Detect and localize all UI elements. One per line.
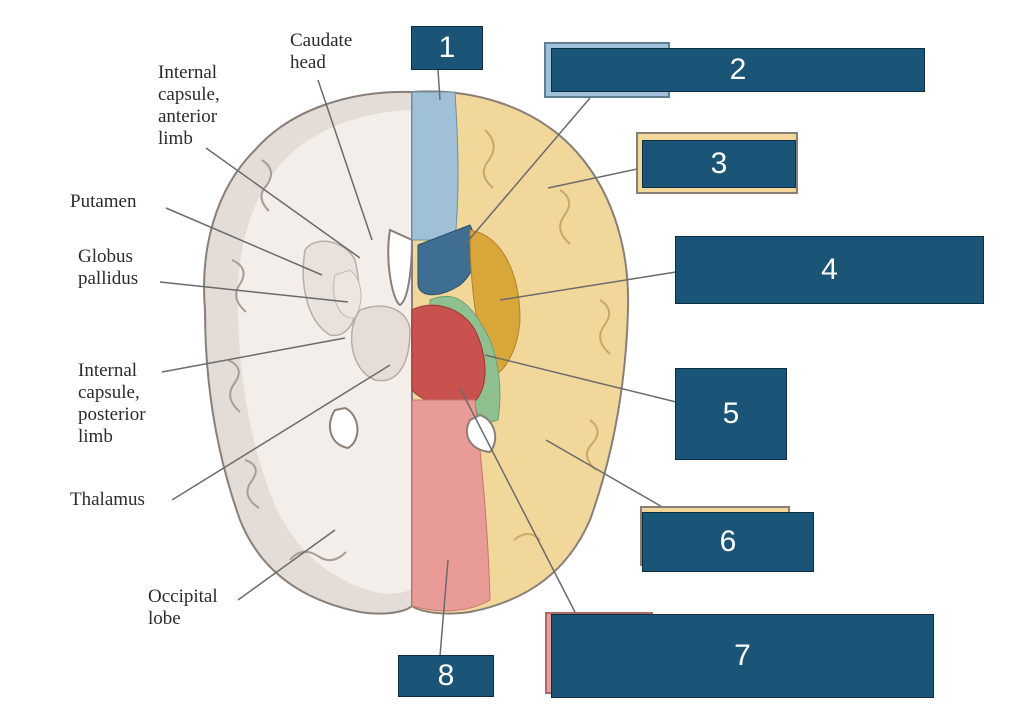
label-putamen: Putamen	[70, 191, 137, 212]
label-globus-pallidus: Globus pallidus	[78, 246, 139, 289]
answer-box-3[interactable]: 3	[642, 140, 796, 188]
left-hemisphere	[203, 90, 414, 615]
answer-box-5[interactable]: 5	[675, 368, 787, 460]
answer-box-2[interactable]: 2	[551, 48, 925, 92]
answer-box-7[interactable]: 7	[551, 614, 934, 698]
answer-box-1[interactable]: 1	[411, 26, 483, 70]
label-caudate-head: Caudate head	[290, 30, 353, 73]
label-internal-capsule-anterior-limb: Internal capsule, anterior limb	[158, 62, 220, 149]
label-occipital-lobe: Occipital lobe	[148, 586, 218, 629]
answer-box-4[interactable]: 4	[675, 236, 984, 304]
answer-box-8[interactable]: 8	[398, 655, 494, 697]
label-thalamus: Thalamus	[70, 489, 145, 510]
leader-lines	[159, 69, 677, 657]
right-hemisphere	[411, 90, 630, 615]
label-internal-capsule-posterior-limb: Internal capsule, posterior limb	[78, 360, 146, 447]
answer-box-6[interactable]: 6	[642, 512, 814, 572]
